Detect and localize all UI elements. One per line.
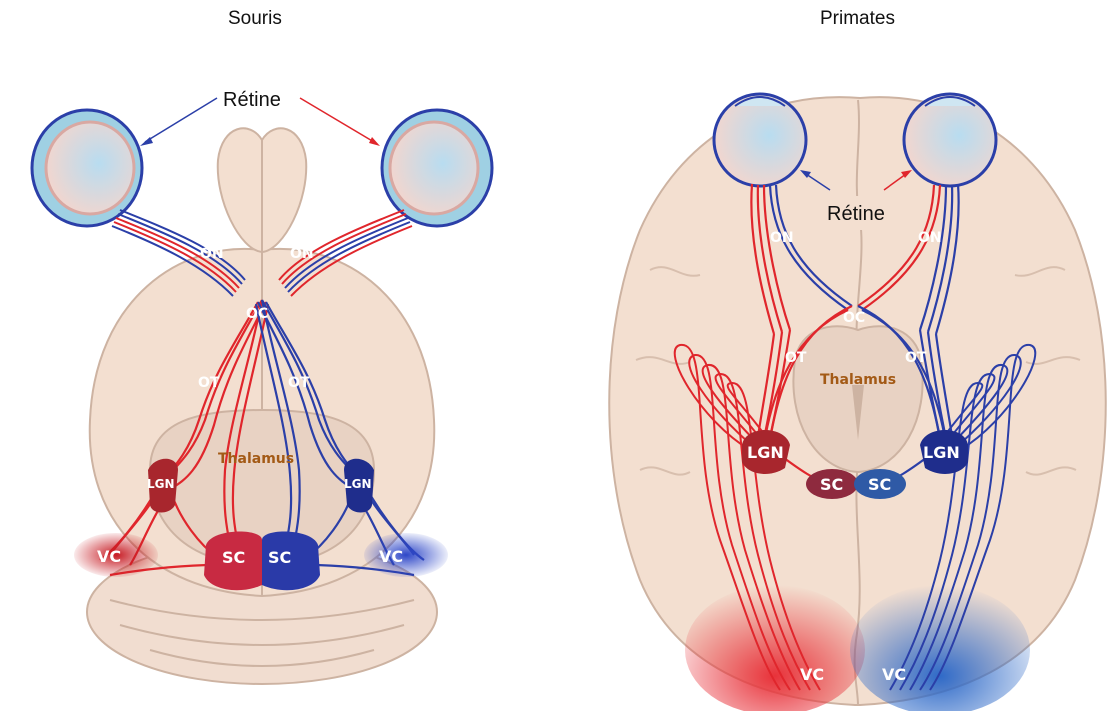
mouse-label-vc-right: VC xyxy=(379,547,403,566)
mouse-label-retina: Rétine xyxy=(223,89,281,111)
mouse-label-sc-right: SC xyxy=(268,548,291,567)
primate-label-thalamus: Thalamus xyxy=(820,372,896,388)
mouse-label-on-left: ON xyxy=(200,246,224,262)
mouse-label-vc-left: VC xyxy=(97,547,121,566)
mouse-left-eye xyxy=(32,110,142,226)
primate-label-oc: OC xyxy=(843,310,865,326)
mouse-label-ot-right: OT xyxy=(288,375,310,391)
mouse-label-on-right: ON xyxy=(290,246,314,262)
primate-label-retina: Rétine xyxy=(827,203,885,225)
primate-label-on-left: ON xyxy=(770,230,794,246)
mouse-retina-arrowhead-right xyxy=(369,137,380,146)
primate-label-lgn-left: LGN xyxy=(747,443,784,462)
primate-vc-right xyxy=(850,585,1030,711)
mouse-label-thalamus: Thalamus xyxy=(218,451,294,467)
primate-label-vc-right: VC xyxy=(882,665,906,684)
primate-label-lgn-right: LGN xyxy=(923,443,960,462)
mouse-vc-right xyxy=(364,533,448,577)
mouse-retina-arrow-left xyxy=(145,98,217,142)
mouse-brain xyxy=(87,128,437,684)
mouse-right-eye xyxy=(382,110,492,226)
primate-left-eye xyxy=(714,94,806,186)
mouse-label-oc: OC xyxy=(246,306,268,322)
mouse-retina-arrow-right xyxy=(300,98,374,142)
mouse-label-sc-left: SC xyxy=(222,548,245,567)
primate-vc-left xyxy=(685,585,865,711)
primate-label-vc-left: VC xyxy=(800,665,824,684)
mouse-label-ot-left: OT xyxy=(198,375,220,391)
mouse-label-lgn-right: LGN xyxy=(344,477,372,491)
primate-label-sc-right: SC xyxy=(868,475,891,494)
primate-label-ot-left: OT xyxy=(785,350,807,366)
mouse-label-lgn-left: LGN xyxy=(147,477,175,491)
primate-brain xyxy=(609,97,1106,705)
primate-label-on-right: ON xyxy=(918,230,942,246)
primate-label-ot-right: OT xyxy=(905,350,927,366)
primate-right-eye xyxy=(904,94,996,186)
primate-label-sc-left: SC xyxy=(820,475,843,494)
